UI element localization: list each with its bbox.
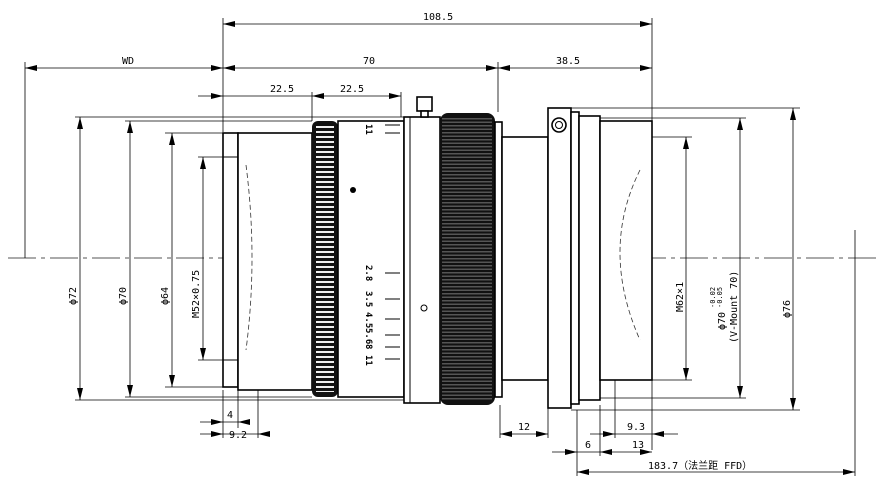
svg-text:183.7（法兰距 FFD）: 183.7（法兰距 FFD）: [648, 459, 752, 472]
dim-flange-focal-distance: 183.7（法兰距 FFD）: [577, 459, 855, 475]
svg-text:M52×0.75: M52×0.75: [191, 270, 202, 318]
svg-text:ϕ72: ϕ72: [68, 287, 79, 305]
dim-rear-thread: M62×1: [675, 137, 689, 380]
dim-rear-12: 12: [500, 422, 548, 437]
svg-text:6: 6: [585, 440, 591, 451]
svg-text:4.5: 4.5: [363, 312, 373, 328]
aperture-scale: 2.8 3.5 4.5 5.6 8 11 11: [363, 124, 400, 366]
dim-rear-length: 38.5: [498, 56, 652, 71]
screw-hole: [420, 304, 428, 312]
dim-front-b: 22.5: [312, 84, 401, 99]
svg-text:3.5: 3.5: [363, 291, 373, 307]
svg-text:38.5: 38.5: [556, 56, 580, 67]
index-dot: [350, 187, 356, 193]
svg-text:WD: WD: [122, 56, 134, 67]
extension-lines: [24, 18, 856, 476]
dim-rear-13: 13: [600, 440, 652, 455]
dim-body-length: 70: [223, 56, 498, 71]
svg-text:2.8: 2.8: [363, 265, 373, 281]
svg-text:70: 70: [363, 56, 375, 67]
svg-text:11: 11: [363, 355, 373, 366]
front-barrel: [237, 132, 313, 391]
svg-text:9.3: 9.3: [627, 422, 645, 433]
dim-d70: ϕ70: [118, 121, 133, 397]
front-lens-element: [245, 164, 253, 351]
aperture-barrel: [337, 120, 405, 398]
dim-filter-thread: M52×0.75: [191, 157, 206, 360]
mount-flange: [547, 107, 572, 409]
dim-rear-9-3: 9.3: [590, 422, 678, 437]
svg-text:22.5: 22.5: [340, 84, 364, 95]
rear-barrel: [599, 120, 653, 381]
svg-text:(V-Mount 70): (V-Mount 70): [729, 271, 740, 343]
svg-text:M62×1: M62×1: [675, 282, 686, 312]
svg-text:ϕ70: ϕ70: [118, 287, 129, 305]
svg-text:4: 4: [227, 410, 233, 421]
rear-tube: [501, 136, 549, 381]
svg-text:108.5: 108.5: [423, 12, 453, 23]
v-mount-ring: [578, 115, 601, 401]
dim-d64: ϕ64: [160, 133, 175, 387]
svg-text:8: 8: [363, 344, 373, 349]
dim-front-9-2: 9.2: [200, 430, 270, 441]
lens-body: [222, 96, 653, 409]
dim-mount-diameter: ϕ70 -0.02 -0.05 (V-Mount 70): [709, 118, 743, 398]
svg-text:12: 12: [518, 422, 530, 433]
svg-text:-0.02: -0.02: [709, 287, 717, 308]
lock-screw-knob: [416, 96, 433, 112]
svg-text:11: 11: [363, 124, 373, 135]
dim-rear-6: 6: [552, 440, 612, 455]
svg-text:9.2: 9.2: [229, 430, 247, 441]
svg-text:5.6: 5.6: [363, 328, 373, 344]
mount-screw: [551, 117, 567, 133]
rear-lens-element: [619, 169, 641, 341]
dim-front-4: 4: [200, 410, 250, 425]
dim-working-distance: WD: [25, 56, 223, 71]
front-filter-ring: [222, 132, 239, 388]
svg-text:22.5: 22.5: [270, 84, 294, 95]
dim-d72: ϕ72: [68, 117, 83, 400]
svg-text:-0.05: -0.05: [716, 287, 724, 308]
svg-text:ϕ76: ϕ76: [782, 300, 793, 318]
dim-d76: ϕ76: [782, 108, 796, 410]
svg-text:ϕ64: ϕ64: [160, 287, 171, 305]
svg-text:13: 13: [632, 440, 644, 451]
lock-ring: [403, 116, 441, 404]
dim-front-a: 22.5: [198, 84, 312, 99]
dim-total-length: 108.5: [223, 12, 652, 27]
svg-text:ϕ70: ϕ70: [717, 312, 728, 330]
